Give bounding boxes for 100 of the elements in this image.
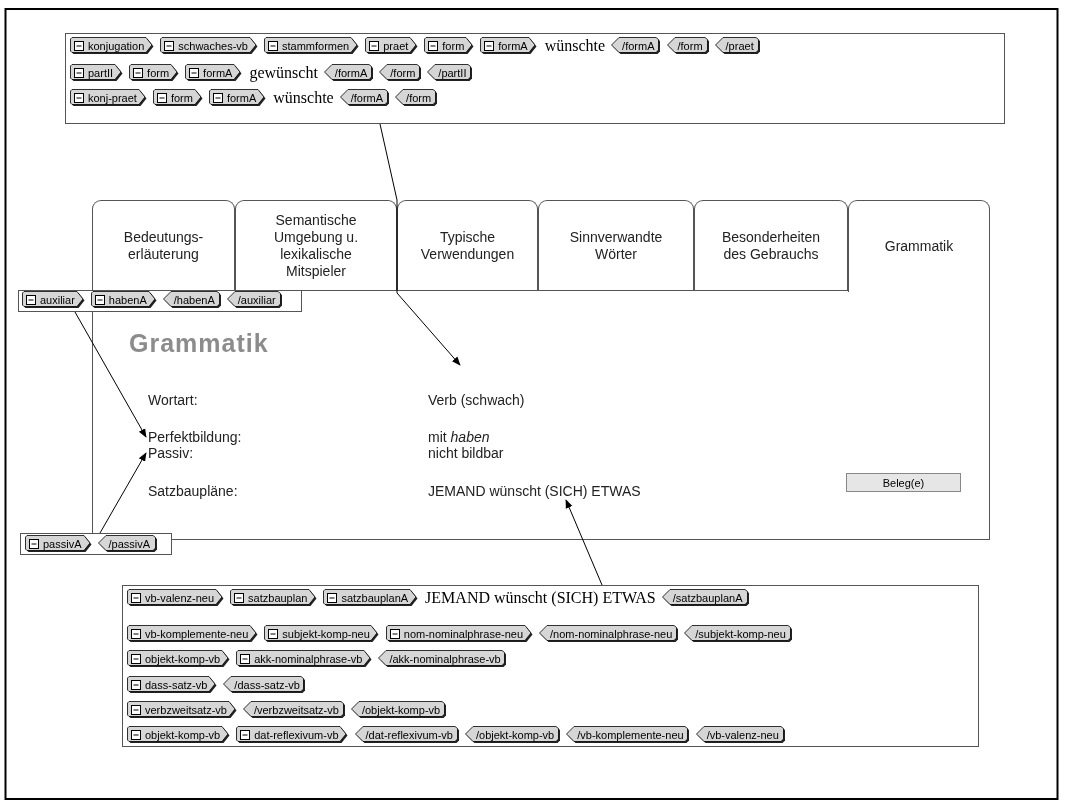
tag-name: objekt-komp-vb bbox=[145, 653, 221, 665]
tag-name: habenA bbox=[108, 294, 147, 306]
open-tag bbox=[160, 37, 259, 55]
tab: Besonderheiten des Gebrauchs bbox=[694, 200, 848, 290]
close-tag bbox=[666, 37, 710, 55]
tag-name: /habenA bbox=[173, 294, 215, 306]
tag-name: dass-satz-vb bbox=[145, 679, 208, 691]
open-tag bbox=[127, 589, 226, 607]
tag-name: /partII bbox=[438, 67, 467, 79]
field-label: Passiv: bbox=[148, 445, 194, 461]
tag-name: /form bbox=[406, 92, 432, 104]
open-tag bbox=[70, 89, 148, 107]
close-tag bbox=[97, 535, 158, 553]
tag-name: /vb-valenz-neu bbox=[706, 729, 779, 741]
close-tag bbox=[354, 726, 460, 744]
tag-name: form bbox=[442, 40, 465, 52]
section-heading: Grammatik bbox=[129, 329, 269, 358]
tab: Sinnverwandte Wörter bbox=[538, 200, 694, 290]
close-tag bbox=[242, 701, 346, 719]
close-tag bbox=[226, 291, 283, 309]
xml-snippet-box bbox=[20, 533, 172, 555]
tag-name: nom-nominalphrase-neu bbox=[403, 628, 523, 640]
open-tag bbox=[127, 650, 232, 668]
close-tag bbox=[223, 676, 307, 694]
tag-name: passivA bbox=[43, 538, 82, 550]
field-value: Verb (schwach) bbox=[428, 392, 525, 408]
tag-name: /vb-komplemente-neu bbox=[577, 729, 684, 741]
open-tag bbox=[480, 37, 539, 55]
tag-name: formA bbox=[203, 67, 233, 79]
tag-name: satzbauplanA bbox=[341, 592, 409, 604]
open-tag bbox=[323, 589, 420, 607]
tag-name: /passivA bbox=[108, 538, 151, 550]
close-tag bbox=[661, 589, 750, 607]
tab: Grammatik bbox=[848, 200, 990, 292]
field-value: mit haben bbox=[428, 429, 490, 445]
tag-name: form bbox=[147, 67, 170, 79]
tag-name: /subjekt-komp-neu bbox=[695, 628, 786, 640]
field-label: Satzbaupläne: bbox=[148, 483, 238, 499]
tag-name: partII bbox=[88, 67, 114, 79]
close-tag bbox=[162, 291, 222, 309]
tag-name: verbzweitsatz-vb bbox=[145, 704, 227, 716]
tag-name: vb-valenz-neu bbox=[145, 592, 215, 604]
tag-name: /formA bbox=[334, 67, 368, 79]
open-tag bbox=[127, 726, 232, 744]
tag-name: konj-praet bbox=[88, 92, 137, 104]
element-content: wünschte bbox=[544, 37, 606, 55]
tag-name: /verbzweitsatz-vb bbox=[253, 704, 339, 716]
field-value: JEMAND wünscht (SICH) ETWAS bbox=[428, 483, 641, 499]
close-tag bbox=[323, 64, 375, 82]
tab: Bedeutungs- erläuterung bbox=[92, 200, 235, 290]
tag-name: formA bbox=[226, 92, 257, 104]
tag-name: dat-reflexivum-vb bbox=[254, 729, 339, 741]
element-content: JEMAND wünscht (SICH) ETWAS bbox=[425, 589, 656, 607]
open-tag bbox=[127, 625, 260, 643]
open-tag bbox=[208, 89, 268, 107]
tag-name: vb-komplemente-neu bbox=[145, 628, 249, 640]
open-tag bbox=[127, 701, 238, 719]
close-tag bbox=[427, 64, 474, 82]
tag-name: /formA bbox=[350, 92, 384, 104]
leader-arrow bbox=[379, 123, 461, 366]
open-tag bbox=[264, 625, 381, 643]
open-tag bbox=[90, 291, 158, 309]
open-tag bbox=[365, 37, 420, 55]
open-tag bbox=[70, 37, 156, 55]
open-tag bbox=[424, 37, 476, 55]
open-tag bbox=[185, 64, 244, 82]
open-tag bbox=[25, 535, 93, 553]
close-tag bbox=[714, 37, 761, 55]
close-tag bbox=[339, 89, 391, 107]
tag-name: formA bbox=[498, 40, 528, 52]
open-tag bbox=[230, 589, 319, 607]
leader-arrow bbox=[99, 452, 147, 534]
field-label: Wortart: bbox=[148, 392, 198, 408]
close-tag bbox=[695, 726, 786, 744]
close-tag bbox=[379, 64, 423, 82]
tag-name: konjugation bbox=[88, 40, 145, 52]
tag-name: /auxiliar bbox=[237, 294, 276, 306]
tag-name: /dat-reflexivum-vb bbox=[365, 729, 453, 741]
tag-name: /dass-satz-vb bbox=[234, 679, 300, 691]
open-tag bbox=[236, 726, 350, 744]
tag-name: auxiliar bbox=[40, 294, 75, 306]
close-tag bbox=[566, 726, 691, 744]
tag-name: /objekt-komp-vb bbox=[361, 704, 441, 716]
tag-name: /satzbauplanA bbox=[672, 592, 743, 604]
close-tag bbox=[539, 625, 680, 643]
open-tag bbox=[264, 37, 361, 55]
tag-name: stammformen bbox=[282, 40, 350, 52]
tag-name: /praet bbox=[725, 40, 754, 52]
tag-name: akk-nominalphrase-vb bbox=[254, 653, 363, 665]
tag-name: subjekt-komp-neu bbox=[282, 628, 370, 640]
tag-name: /form bbox=[677, 40, 703, 52]
close-tag bbox=[395, 89, 439, 107]
open-tag bbox=[129, 64, 181, 82]
open-tag bbox=[70, 64, 125, 82]
close-tag bbox=[378, 650, 508, 668]
tag-name: schwaches-vb bbox=[178, 40, 248, 52]
tab: Typische Verwendungen bbox=[397, 200, 538, 290]
element-content: gewünscht bbox=[249, 64, 318, 82]
open-tag bbox=[152, 89, 204, 107]
xml-snippet-box bbox=[65, 33, 1005, 124]
